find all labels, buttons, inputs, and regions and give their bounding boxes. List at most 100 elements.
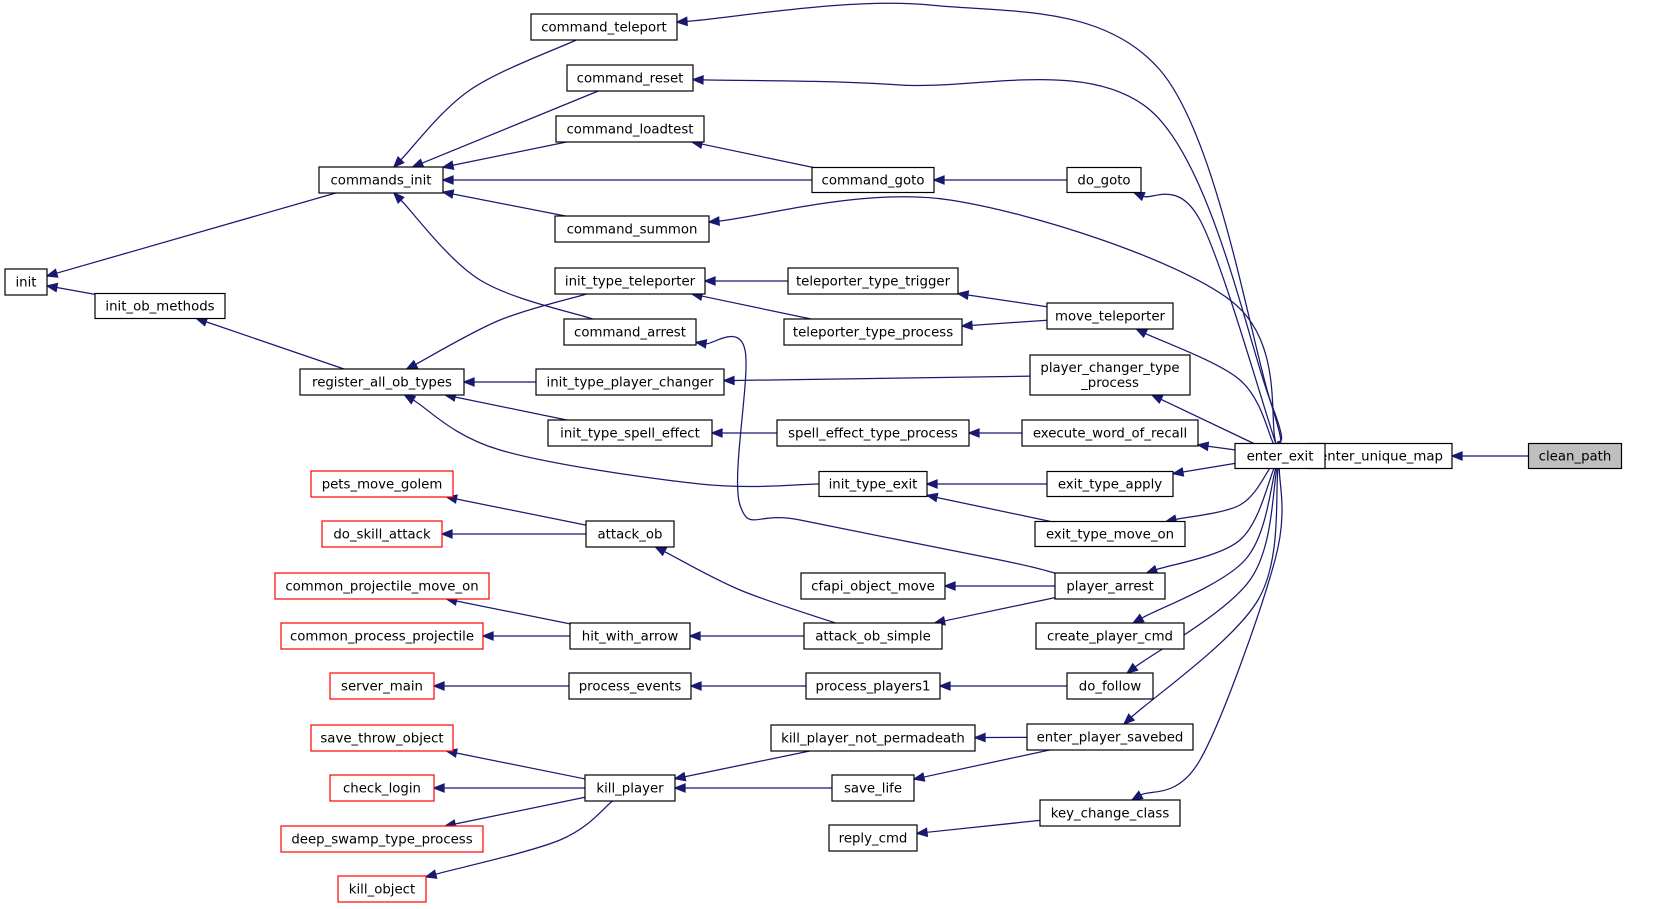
edge-player_changer_type_process-to-init_type_player_changer: [722, 375, 1031, 386]
node-init-type-teleporter[interactable]: init_type_teleporter: [554, 267, 706, 295]
node-process-events[interactable]: process_events: [568, 672, 692, 700]
node-attack-ob[interactable]: attack_ob: [585, 520, 675, 548]
node-spell-effect-type-process[interactable]: spell_effect_type_process: [776, 419, 970, 447]
node-init-type-player-changer[interactable]: init_type_player_changer: [535, 368, 725, 396]
node-do-skill-attack[interactable]: do_skill_attack: [321, 520, 443, 548]
node-player-arrest[interactable]: player_arrest: [1054, 572, 1166, 600]
node-enter-exit[interactable]: enter_exit: [1234, 442, 1326, 470]
node-save-throw-object[interactable]: save_throw_object: [310, 724, 454, 752]
node-label: move_teleporter: [1055, 310, 1165, 325]
node-attack-ob-simple[interactable]: attack_ob_simple: [803, 622, 943, 650]
node-create-player-cmd[interactable]: create_player_cmd: [1035, 622, 1185, 650]
arrowhead: [441, 175, 454, 185]
node-box: [770, 724, 976, 752]
node-server-main[interactable]: server_main: [329, 672, 435, 700]
node-exit-type-apply[interactable]: exit_type_apply: [1046, 470, 1174, 498]
node-box: [776, 419, 970, 447]
node-player-changer-type-process[interactable]: player_changer_type_process: [1029, 354, 1191, 396]
node-deep-swamp-type-process[interactable]: deep_swamp_type_process: [280, 825, 484, 853]
edge-enter_exit-to-create_player_cmd: [1131, 468, 1277, 624]
node-command-teleport[interactable]: command_teleport: [530, 13, 678, 41]
edge-enter_exit-to-command_summon: [707, 196, 1277, 444]
node-command-goto[interactable]: command_goto: [811, 166, 935, 194]
node-kill-player-not-permadeath[interactable]: kill_player_not_permadeath: [770, 724, 976, 752]
node-reply-cmd[interactable]: reply_cmd: [828, 824, 918, 852]
arrowhead: [967, 428, 980, 438]
node-init-type-spell-effect[interactable]: init_type_spell_effect: [547, 419, 713, 447]
node-common-projectile-move-on[interactable]: common_projectile_move_on: [274, 572, 490, 600]
arrowhead: [432, 681, 445, 691]
edge-teleporter_type_process-to-init_type_teleporter: [690, 291, 812, 320]
arrowhead: [1131, 613, 1145, 624]
edge-line: [452, 193, 566, 217]
node-commands-init[interactable]: commands_init: [318, 166, 444, 194]
arrowhead: [956, 290, 970, 301]
node-label: save_throw_object: [320, 732, 443, 747]
edge-command_loadtest-to-commands_init: [441, 141, 567, 170]
arrowhead: [424, 869, 438, 879]
node-kill-player[interactable]: kill_player: [584, 774, 676, 802]
node-init-type-exit[interactable]: init_type_exit: [818, 470, 928, 498]
node-box: [4, 268, 48, 296]
node-pets-move-golem[interactable]: pets_move_golem: [310, 470, 454, 498]
edge-line: [1182, 462, 1236, 473]
node-kill-object[interactable]: kill_object: [337, 875, 427, 903]
node-label: command_summon: [567, 223, 698, 238]
node-command-arrest[interactable]: command_arrest: [563, 318, 697, 346]
node-process-players1[interactable]: process_players1: [805, 672, 941, 700]
node-register-all-ob-types[interactable]: register_all_ob_types: [299, 368, 465, 396]
node-hit-with-arrow[interactable]: hit_with_arrow: [569, 622, 691, 650]
node-teleporter-type-trigger[interactable]: teleporter_type_trigger: [787, 267, 959, 295]
node-enter-unique-map[interactable]: enter_unique_map: [1309, 442, 1453, 470]
node-command-reset[interactable]: command_reset: [566, 64, 694, 92]
edge-line: [421, 90, 599, 164]
node-command-summon[interactable]: command_summon: [554, 215, 710, 243]
node-init[interactable]: init: [4, 268, 48, 296]
arrowhead: [932, 175, 945, 185]
edge-line: [1141, 468, 1277, 619]
node-move-teleporter[interactable]: move_teleporter: [1046, 302, 1174, 330]
edge-line: [701, 143, 814, 169]
arrowhead: [1134, 328, 1149, 339]
node-label: exit_type_move_on: [1046, 528, 1174, 543]
edge-enter_player_savebed-to-save_life: [912, 749, 1050, 782]
node-box: [803, 622, 943, 650]
edge-enter_exit-to-exit_type_move_on: [1164, 468, 1271, 524]
node-command-loadtest[interactable]: command_loadtest: [555, 115, 705, 143]
edge-init_type_player_changer-to-register_all_ob_types: [462, 377, 536, 387]
edge-line: [944, 596, 1056, 622]
node-label: enter_unique_map: [1319, 450, 1443, 465]
edge-enter_exit-to-key_change_class: [1130, 468, 1283, 801]
node-box: [329, 672, 435, 700]
node-box: [1039, 799, 1181, 827]
node-label: enter_player_savebed: [1037, 731, 1184, 746]
node-label: do_follow: [1079, 680, 1142, 695]
node-enter-player-savebed[interactable]: enter_player_savebed: [1026, 723, 1194, 751]
arrowhead: [1130, 790, 1144, 801]
edge-hit_with_arrow-to-common_process_projectile: [481, 631, 570, 641]
node-check-login[interactable]: check_login: [329, 774, 435, 802]
node-teleporter-type-process[interactable]: teleporter_type_process: [783, 318, 963, 346]
edge-player_arrest-to-attack_ob_simple: [932, 596, 1056, 626]
node-box: [554, 215, 710, 243]
node-init-ob-methods[interactable]: init_ob_methods: [94, 292, 226, 320]
node-clean-path[interactable]: clean_path: [1527, 442, 1623, 470]
edge-enter_exit-to-move_teleporter: [1134, 328, 1274, 444]
arrowhead: [675, 16, 688, 27]
node-do-goto[interactable]: do_goto: [1066, 166, 1142, 194]
node-do-follow[interactable]: do_follow: [1066, 672, 1154, 700]
node-save-life[interactable]: save_life: [831, 774, 915, 802]
edge-attack_ob_simple-to-hit_with_arrow: [688, 631, 804, 641]
edge-save_life-to-kill_player: [673, 783, 832, 793]
node-exit-type-move-on[interactable]: exit_type_move_on: [1034, 520, 1186, 548]
node-execute-word-of-recall[interactable]: execute_word_of_recall: [1021, 419, 1199, 447]
edge-line: [1155, 468, 1275, 571]
node-label: command_goto: [822, 174, 925, 189]
node-cfapi-object-move[interactable]: cfapi_object_move: [800, 572, 946, 600]
edge-line: [456, 600, 571, 625]
node-key-change-class[interactable]: key_change_class: [1039, 799, 1181, 827]
node-common-process-projectile[interactable]: common_process_projectile: [280, 622, 484, 650]
node-label: common_process_projectile: [290, 630, 474, 645]
edge-line: [56, 192, 336, 274]
edge-teleporter_type_trigger-to-init_type_teleporter: [703, 276, 788, 286]
